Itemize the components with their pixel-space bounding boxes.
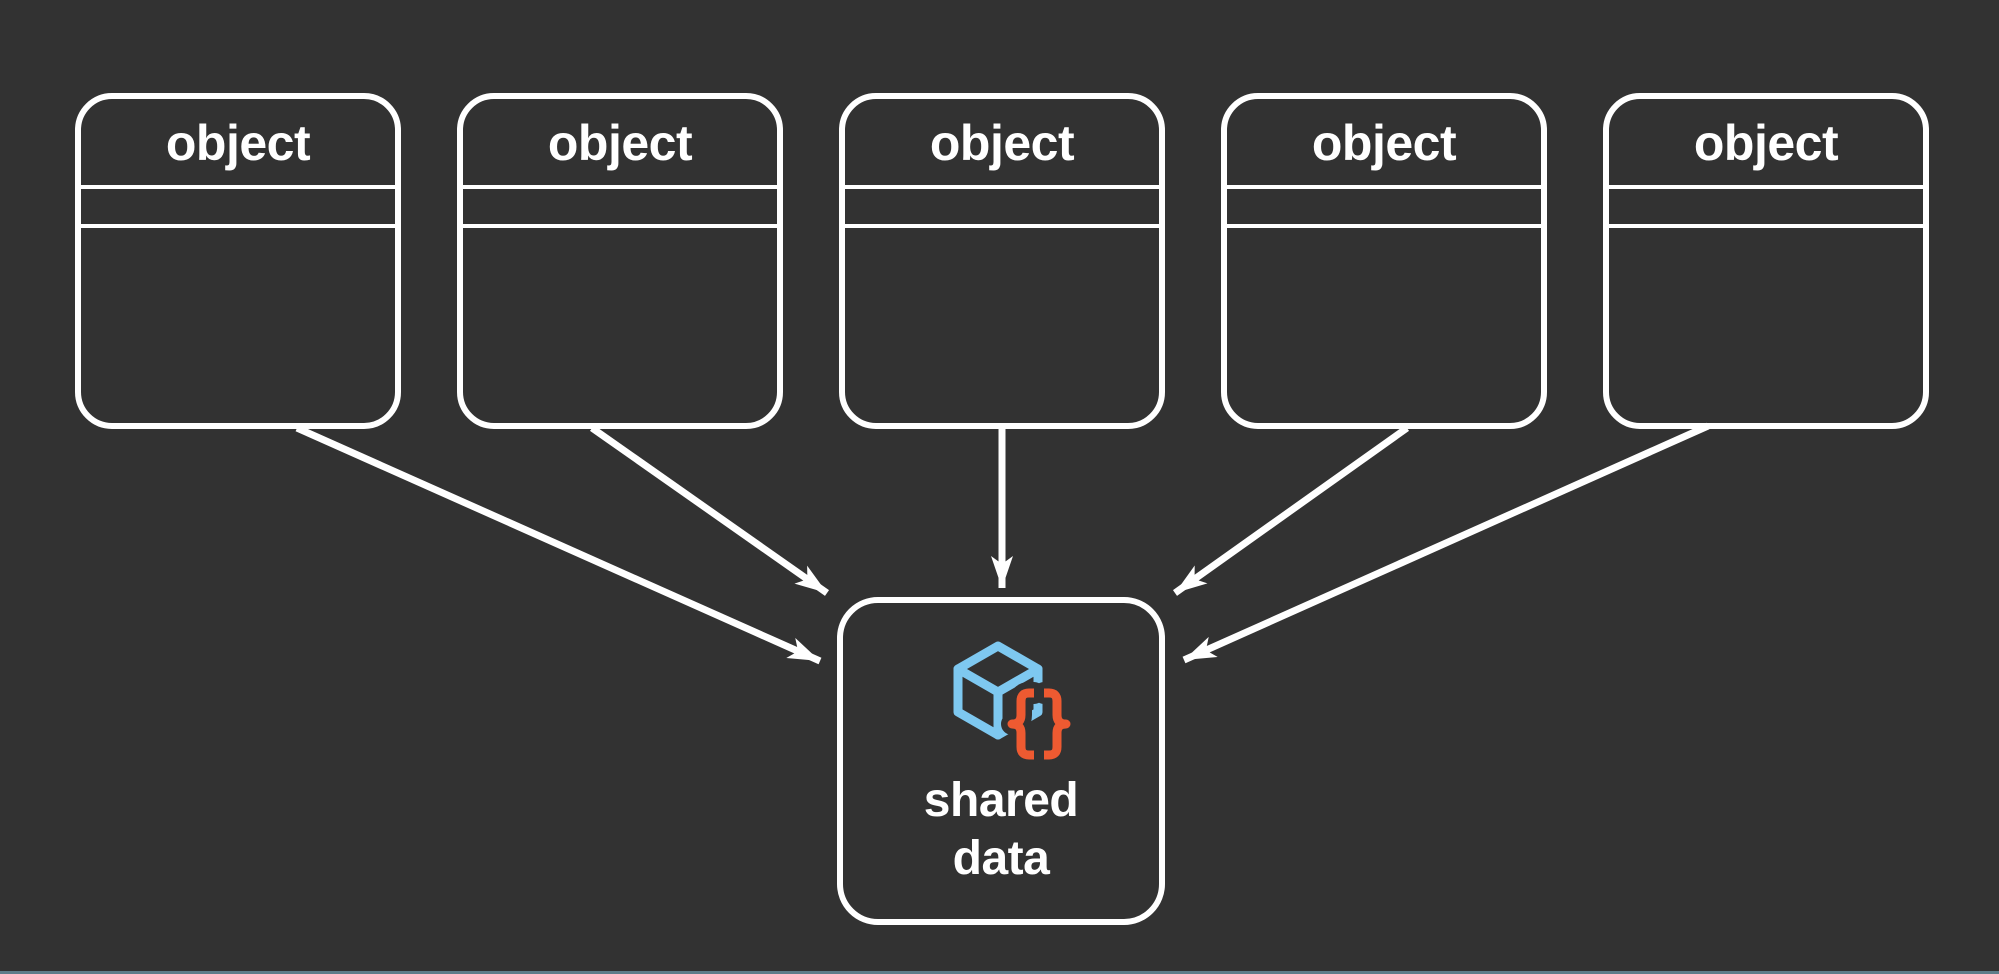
cube-with-braces-icon [953, 641, 1077, 766]
object-box-label: object [1312, 115, 1457, 171]
shared-data-label-line2: data [953, 832, 1051, 885]
object-box-5: object [1603, 93, 1929, 429]
object-box-label: object [166, 115, 311, 171]
object-box-4: object [1221, 93, 1547, 429]
object-box-outline [1221, 93, 1547, 429]
object-box-outline [1603, 93, 1929, 429]
object-box-label: object [548, 115, 693, 171]
shared-data-box: shared data [837, 597, 1165, 925]
object-box-3: object [839, 93, 1165, 429]
arrow-object1-to-shared [295, 424, 822, 665]
object-box-label: object [1694, 115, 1839, 171]
shared-data-box-outline [837, 597, 1165, 925]
brace-left-icon [1007, 688, 1034, 760]
arrows [295, 422, 1710, 665]
object-box-1: object [75, 93, 401, 429]
object-box-outline [457, 93, 783, 429]
arrow-object2-to-shared [589, 425, 830, 596]
arrow-object4-to-shared [1172, 425, 1410, 596]
object-box-outline [839, 93, 1165, 429]
cube-left-face [953, 664, 1003, 740]
brace-right-icon [1044, 688, 1071, 760]
bottom-edge-strip [0, 971, 1999, 974]
object-box-2: object [457, 93, 783, 429]
shared-data-label-line1: shared [924, 774, 1078, 827]
object-box-outline [75, 93, 401, 429]
arrow-object5-to-shared [1182, 422, 1710, 664]
object-box-label: object [930, 115, 1075, 171]
